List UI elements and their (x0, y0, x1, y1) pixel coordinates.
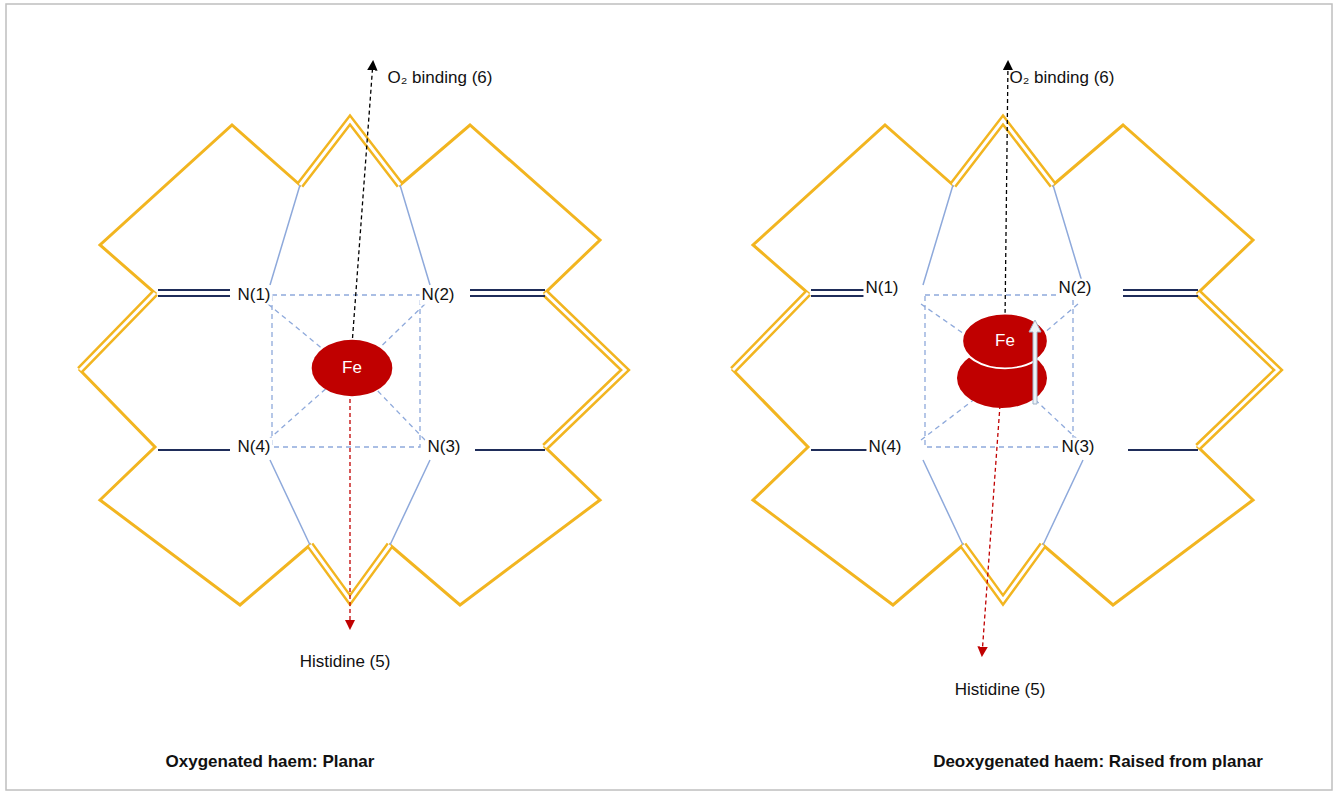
raise-arrow (1025, 318, 1045, 408)
element-symbol: Fe (342, 358, 362, 378)
callout-label: Histidine (5) (955, 681, 1046, 700)
panel-caption: Deoxygenated haem: Raised from planar (933, 753, 1263, 772)
callout-label: O₂ binding (6) (388, 69, 493, 88)
atom-label: N(4) (235, 438, 272, 457)
panel-caption: Oxygenated haem: Planar (166, 753, 375, 772)
atom-label: N(2) (419, 286, 456, 305)
atom-label: N(3) (1059, 438, 1096, 457)
atom-label: N(4) (866, 438, 903, 457)
atom-label: N(1) (235, 286, 272, 305)
atom-label: N(3) (425, 438, 462, 457)
atom-label: N(1) (863, 279, 900, 298)
element-symbol: Fe (995, 331, 1015, 351)
callout-label: Histidine (5) (300, 653, 391, 672)
iron-atom: Fe (310, 338, 394, 398)
callout-label: O₂ binding (6) (1010, 69, 1115, 88)
atom-label: N(2) (1056, 279, 1093, 298)
